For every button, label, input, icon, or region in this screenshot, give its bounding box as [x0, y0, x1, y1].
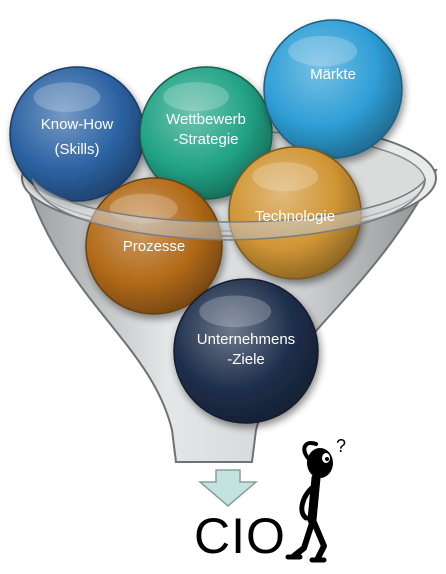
ball-highlight-ziele	[199, 295, 272, 328]
ball-highlight-wettbewerb	[163, 82, 230, 112]
ball-prozesse	[85, 177, 223, 315]
question-mark-icon: ?	[336, 436, 346, 456]
ball-highlight-know-how	[33, 82, 101, 112]
ball-maerkte	[263, 19, 403, 159]
ball-ziele	[173, 278, 319, 424]
funnel-rim-front	[31, 177, 427, 241]
ball-wettbewerb	[139, 66, 273, 200]
thinking-person-icon: ?	[285, 436, 346, 563]
balls-layer	[9, 19, 403, 424]
output-label: CIO	[194, 508, 286, 564]
ball-highlight-technologie	[252, 162, 319, 192]
down-arrow-icon	[197, 469, 259, 507]
ball-highlight-maerkte	[288, 35, 358, 67]
